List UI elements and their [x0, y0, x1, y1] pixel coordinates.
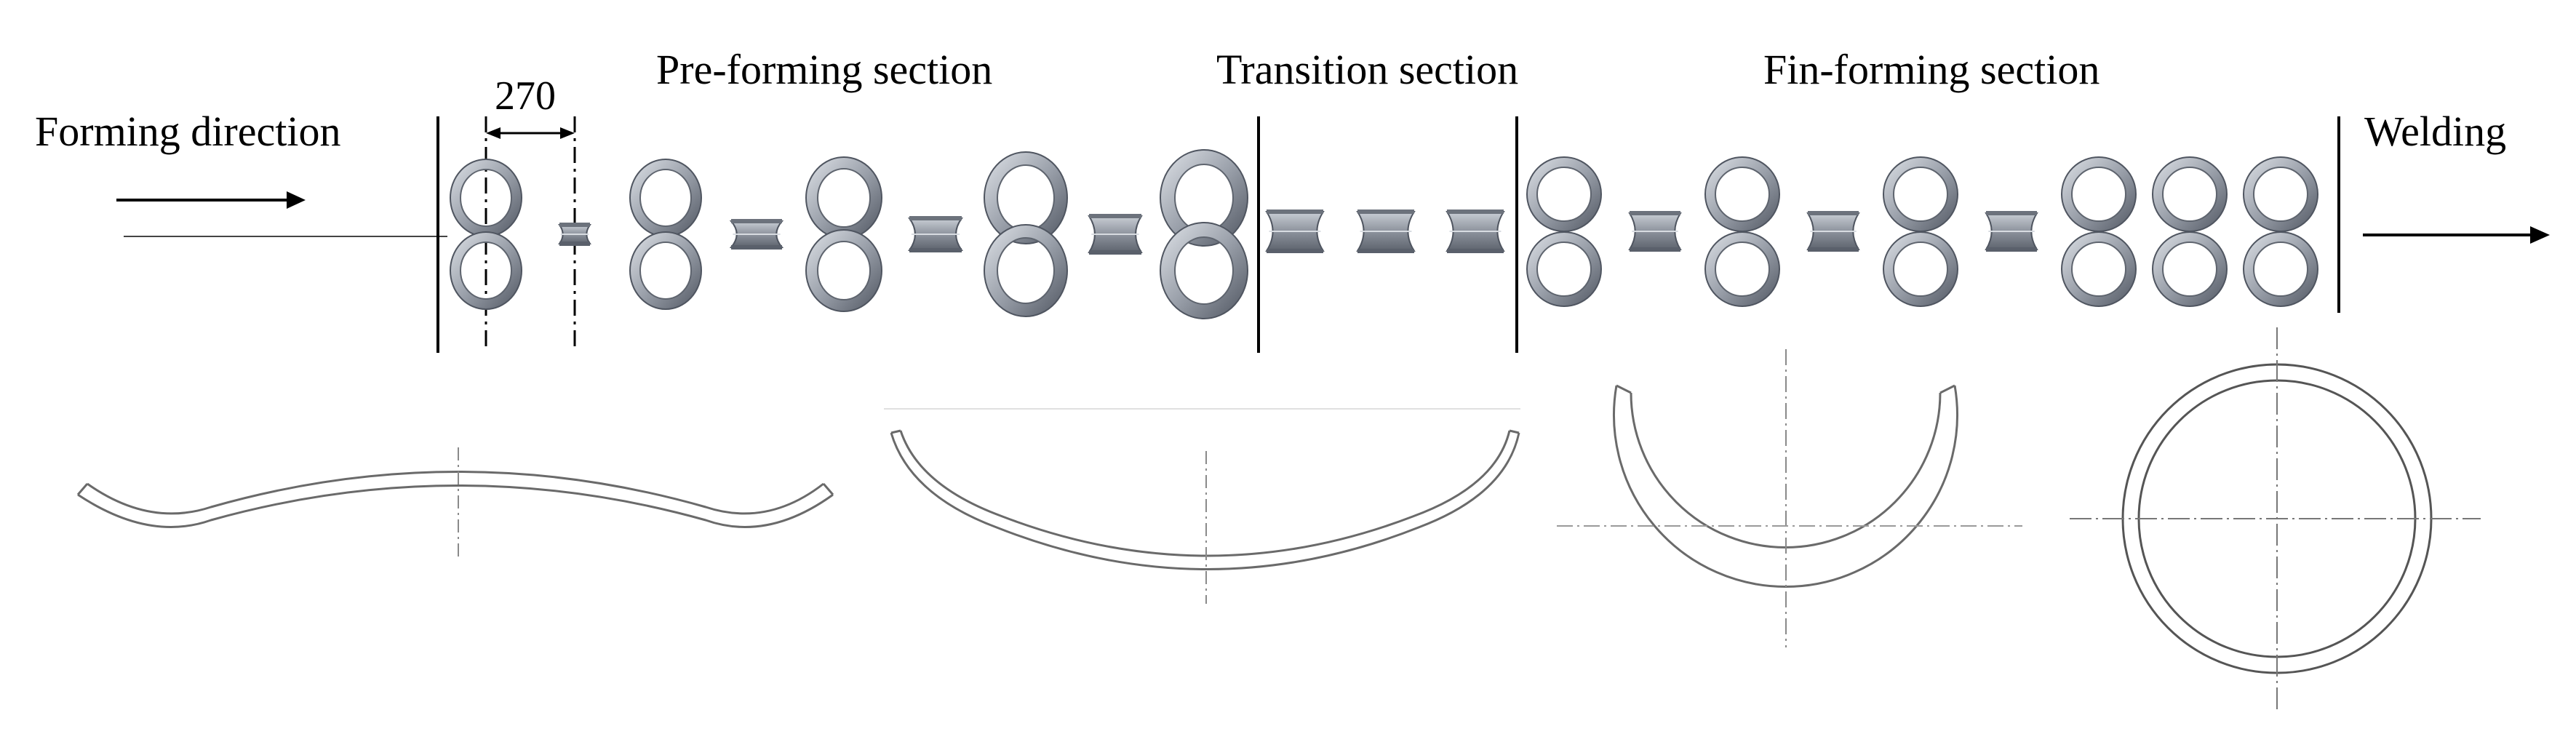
fin-lower-roll-1 — [1526, 231, 1602, 307]
profile-transition — [1557, 349, 2022, 647]
transition-roll-3 — [1445, 210, 1505, 253]
upper-roll-5 — [1160, 149, 1248, 247]
fin-final-upper-roll-2 — [2152, 156, 2228, 232]
fin-side-roll-2 — [1806, 211, 1860, 252]
lower-roll-1 — [450, 231, 522, 310]
fin-final-upper-roll-3 — [2243, 156, 2318, 232]
forming-direction-arrow — [116, 191, 306, 209]
fin-upper-roll-3 — [1883, 156, 1958, 232]
fin-lower-roll-2 — [1704, 231, 1780, 307]
lower-roll-5 — [1160, 222, 1248, 319]
profile-preforming-1 — [76, 447, 834, 560]
profile-fin-forming — [2070, 327, 2481, 709]
transition-section-label: Transition section — [1216, 46, 1518, 93]
dimension-270-label: 270 — [495, 73, 556, 119]
welding-label: Welding — [2364, 108, 2506, 155]
fin-side-roll-3 — [1985, 211, 2038, 252]
lower-roll-4 — [984, 224, 1068, 317]
upper-roll-2 — [629, 159, 702, 237]
pre-forming-section-label: Pre-forming section — [656, 46, 992, 93]
forming-direction-label: Forming direction — [35, 108, 340, 155]
fin-upper-roll-1 — [1526, 156, 1602, 232]
section-separators — [436, 116, 2340, 353]
fin-upper-roll-2 — [1704, 156, 1780, 232]
side-roll-2 — [729, 219, 784, 250]
side-roll-1 — [558, 223, 591, 246]
fin-final-lower-roll-1 — [2061, 231, 2137, 307]
transition-roll-2 — [1356, 210, 1416, 253]
fin-final-lower-roll-2 — [2152, 231, 2228, 307]
transition-roll-1 — [1265, 210, 1325, 253]
side-roll-3 — [908, 216, 963, 252]
fin-lower-roll-3 — [1883, 231, 1958, 307]
welding-arrow — [2363, 226, 2550, 244]
fin-forming-section-label: Fin-forming section — [1763, 46, 2100, 93]
fin-final-upper-roll-1 — [2061, 156, 2137, 232]
lower-roll-3 — [805, 229, 882, 312]
lower-roll-2 — [629, 231, 702, 310]
upper-roll-3 — [805, 156, 882, 239]
side-roll-4 — [1088, 214, 1143, 255]
fin-final-lower-roll-3 — [2243, 231, 2318, 307]
fin-side-roll-1 — [1628, 211, 1682, 252]
roll-stands — [450, 149, 2318, 319]
profile-preforming-2 — [884, 408, 1520, 604]
